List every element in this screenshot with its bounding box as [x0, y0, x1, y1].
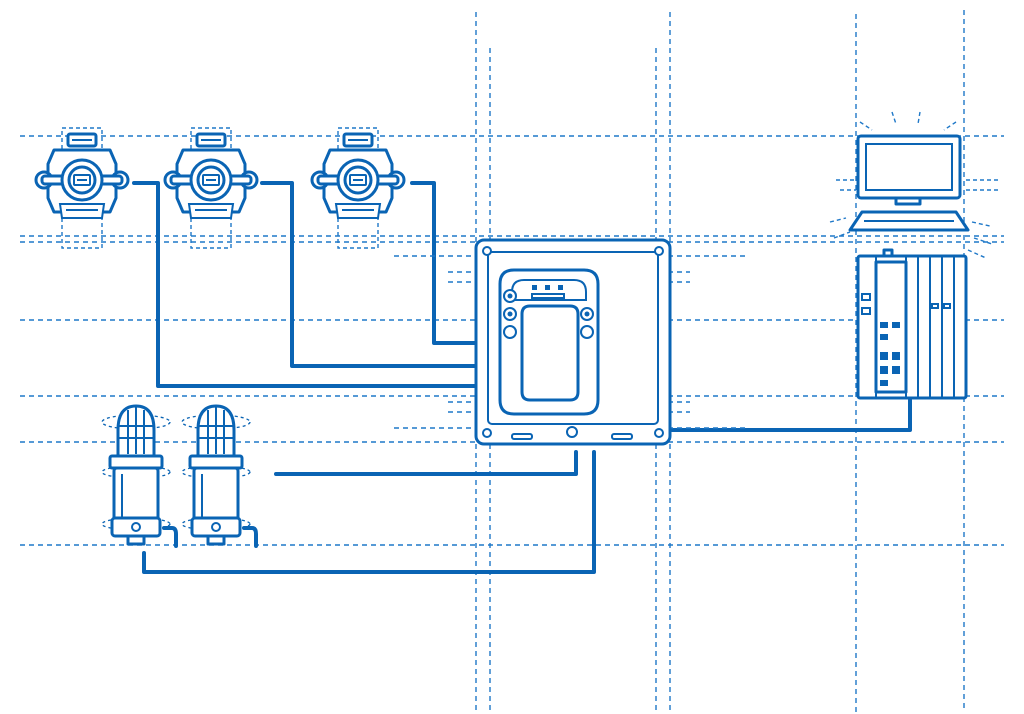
gas-detector-1	[34, 126, 130, 250]
gas-detector-icon	[163, 126, 259, 250]
keyboard-icon	[829, 210, 993, 259]
gas-detector-icon	[34, 126, 130, 250]
wiring	[132, 181, 912, 574]
wire-beacons	[274, 450, 578, 476]
wire-detector-1	[132, 181, 478, 388]
wire-detector-3	[410, 181, 478, 345]
gas-detector-icon	[310, 126, 406, 250]
plc-rack-icon	[856, 248, 968, 400]
computer-monitor-icon	[836, 111, 1000, 206]
gas-detector-3	[310, 126, 406, 250]
wire-detector-2	[260, 181, 478, 368]
control-panel	[394, 238, 748, 446]
beacon-sounder-1	[100, 404, 178, 548]
gas-detector-2	[163, 126, 259, 250]
wire-beacon-loop	[142, 450, 596, 574]
beacon-sounder-icon	[100, 404, 178, 548]
computer-workstation	[829, 111, 1000, 259]
plc-rack	[856, 248, 968, 400]
grid-guides	[20, 10, 1004, 712]
wire-plc	[670, 398, 912, 432]
beacon-sounder-2	[180, 404, 258, 548]
beacon-sounder-icon	[180, 404, 258, 548]
control-panel-icon	[394, 238, 748, 446]
